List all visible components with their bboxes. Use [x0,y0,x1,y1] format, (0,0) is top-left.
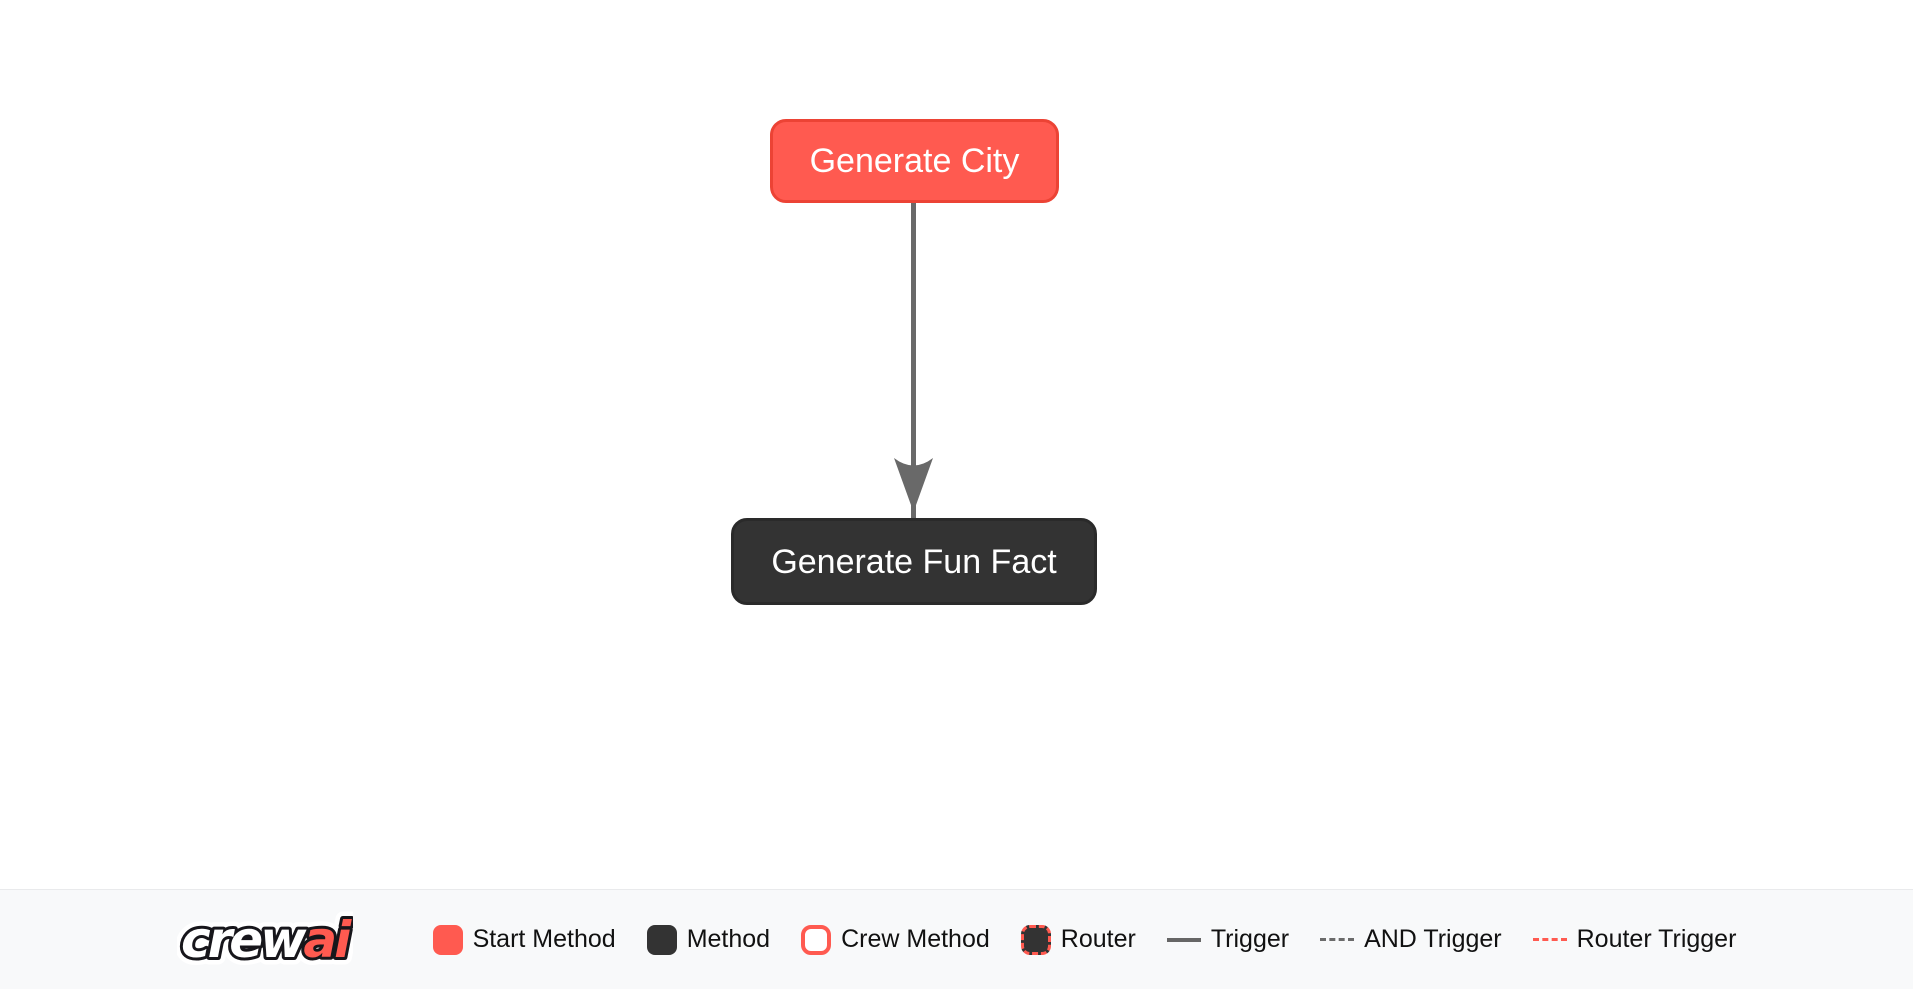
router-trigger-line-icon [1532,938,1567,941]
trigger-line-icon [1166,937,1201,942]
node-label: Generate City [809,142,1020,180]
legend-item-method: Method [646,924,771,955]
flow-node-generate-fun-fact[interactable]: Generate Fun Fact [731,518,1097,605]
legend-label: Router [1060,925,1136,953]
legend-label: Trigger [1210,925,1290,953]
legend-label: AND Trigger [1364,925,1502,953]
legend-label: Start Method [472,925,616,953]
legend-label: Router Trigger [1576,925,1737,953]
router-swatch-icon [1020,924,1051,955]
legend-item-router-trigger: Router Trigger [1532,925,1737,954]
legend-item-crew-method: Crew Method [801,924,990,955]
flow-canvas[interactable]: Generate City Generate Fun Fact [0,0,1913,889]
legend-item-start-method: Start Method [432,924,616,955]
node-label: Generate Fun Fact [771,542,1057,581]
crewai-logo: crewai crewai [177,904,353,976]
legend-item-trigger: Trigger [1166,925,1290,954]
svg-text:crewai: crewai [181,911,352,969]
crew-method-swatch-icon [801,924,832,955]
start-method-swatch-icon [432,924,463,955]
method-swatch-icon [646,924,677,955]
flow-node-generate-city[interactable]: Generate City [770,119,1059,203]
edge-arrowhead-icon [894,458,933,512]
legend-bar: crewai crewai Start Method Method Crew M… [0,889,1913,989]
legend-item-router: Router [1020,924,1136,955]
svg-text:crewai: crewai [181,911,352,969]
legend-label: Method [686,925,771,953]
and-trigger-line-icon [1320,938,1355,941]
legend-item-and-trigger: AND Trigger [1320,925,1502,954]
legend-label: Crew Method [841,925,990,953]
